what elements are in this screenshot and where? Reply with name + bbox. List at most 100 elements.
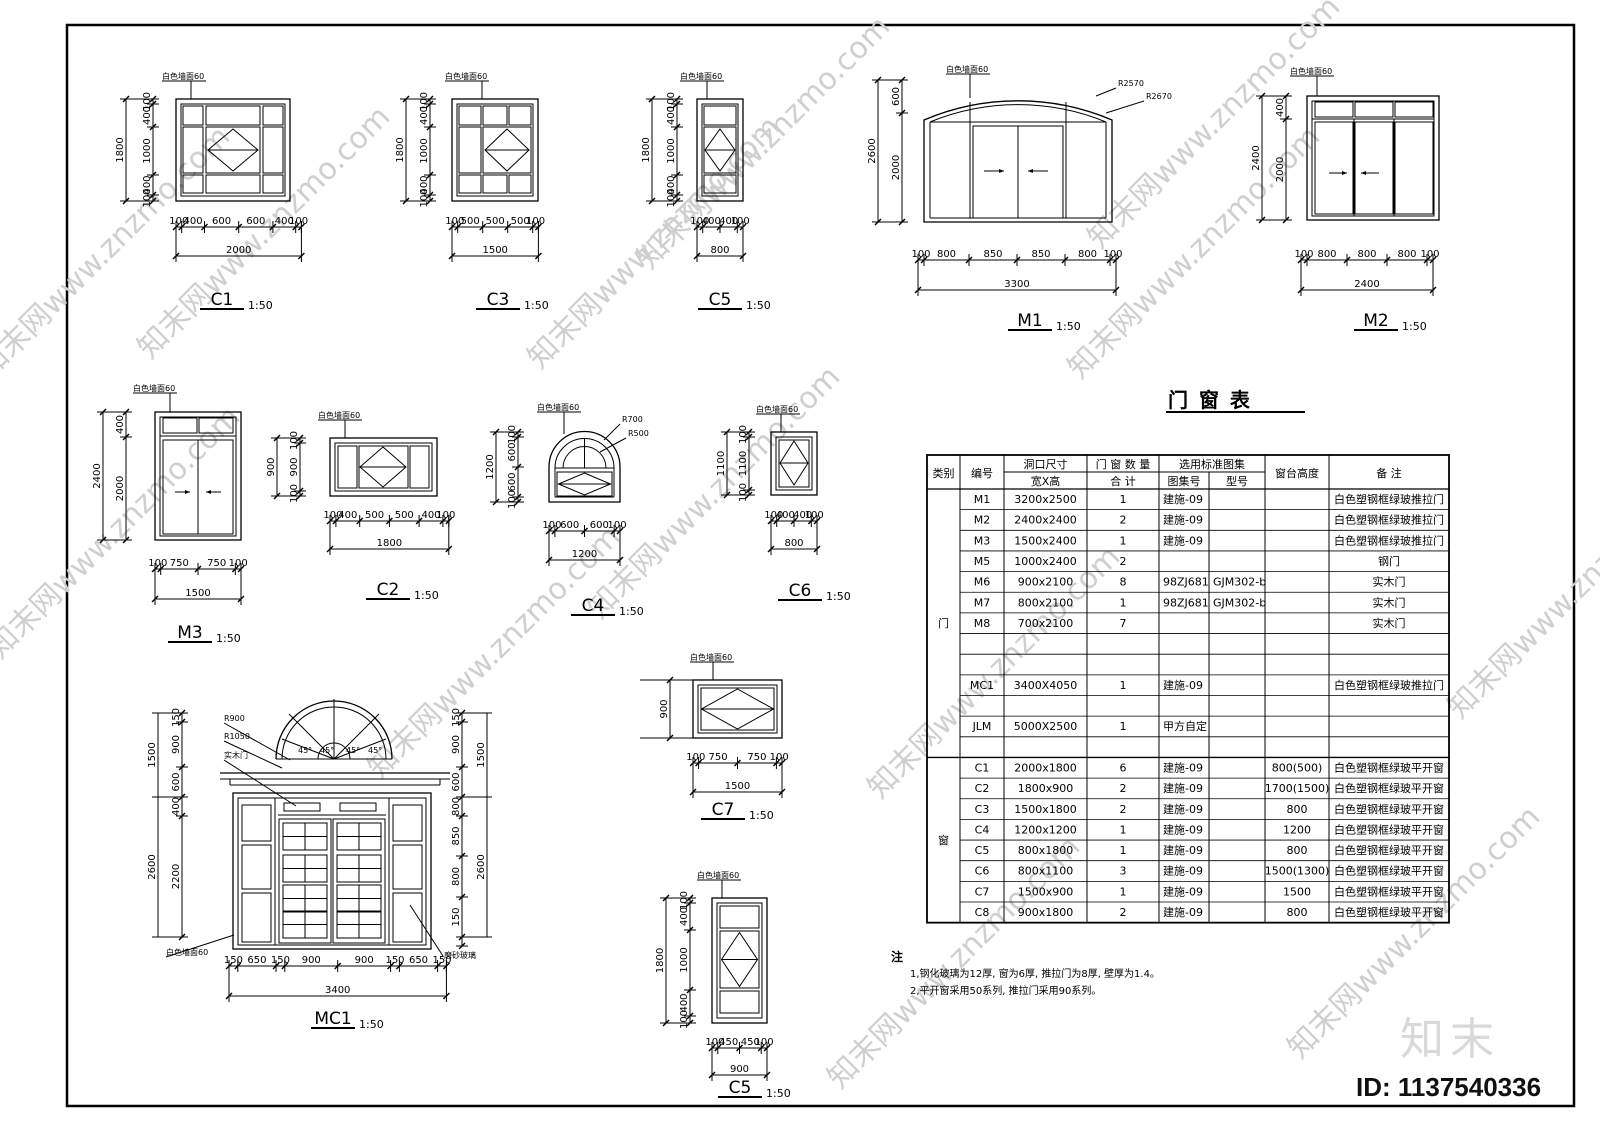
frame-rect	[703, 105, 737, 126]
dim-text: 2000	[1275, 157, 1286, 182]
frame-rect	[232, 792, 432, 950]
dim-text: 600	[507, 472, 518, 491]
dim-text: 150	[271, 955, 290, 966]
row-code: M5	[974, 555, 991, 568]
line	[272, 962, 280, 970]
dim-text: 2400	[1354, 279, 1379, 290]
row-sill: 1200	[1283, 823, 1311, 836]
line	[454, 223, 462, 231]
watermark-logo: 知末	[1400, 1014, 1500, 1065]
dim-text: 400	[171, 797, 182, 816]
line	[714, 1044, 722, 1052]
frame-rect	[703, 126, 737, 174]
row-code: C4	[975, 823, 990, 836]
elevation-title: MC1	[314, 1009, 351, 1029]
line	[603, 423, 621, 441]
row-note: 白色塑钢框绿玻平开窗	[1334, 822, 1444, 836]
group-door: 门	[938, 616, 949, 630]
row-note: 白色塑钢框绿玻平开窗	[1334, 781, 1444, 795]
dim-text: 1800	[115, 137, 126, 162]
frame-rect	[162, 417, 198, 434]
frame-rect	[482, 174, 508, 194]
frame-rect	[508, 105, 532, 126]
line	[686, 1012, 694, 1020]
frame-rect	[241, 892, 272, 943]
line	[395, 962, 403, 970]
scale-label: 1:50	[359, 1018, 384, 1031]
dim-text: 650	[409, 955, 428, 966]
line	[225, 992, 233, 1000]
row-atlas: 建施-09	[1163, 533, 1203, 547]
line	[297, 252, 305, 260]
line	[434, 962, 442, 970]
notes-head: 注	[891, 949, 903, 964]
row-size: 700x2100	[1018, 617, 1074, 630]
line	[296, 487, 304, 495]
row-atlas: 98ZJ681	[1163, 596, 1209, 609]
diamond-glazing	[779, 440, 809, 486]
dim-text: 100	[755, 1037, 774, 1048]
dim-text: 100	[686, 752, 705, 763]
row-size: 900x1800	[1018, 906, 1074, 919]
row-qty: 1	[1120, 534, 1127, 547]
header-note: 备 注	[1376, 466, 1402, 480]
dim-text: 2400	[92, 463, 103, 488]
notes-line-2: 2,平开窗采用50系列, 推拉门采用90系列。	[910, 984, 1101, 997]
line	[458, 942, 466, 950]
row-note: 实木门	[1373, 595, 1406, 609]
dim-text: 2600	[867, 138, 878, 163]
row-size: 900x2100	[1018, 576, 1074, 589]
dim-text: 2200	[171, 864, 182, 889]
line	[581, 527, 588, 535]
dim-text: 500	[461, 216, 480, 227]
frame-rect	[358, 445, 409, 489]
dim-text: 150	[171, 708, 182, 727]
line	[1297, 286, 1305, 294]
dim-text: 2000	[115, 476, 126, 501]
row-sill: 800	[1287, 844, 1308, 857]
elevation-title: C5	[709, 290, 732, 310]
dim-text: 100	[770, 752, 789, 763]
row-qty: 1	[1120, 823, 1127, 836]
frame-rect	[1354, 121, 1394, 215]
scale-label: 1:50	[414, 589, 439, 602]
row-code: C5	[975, 844, 990, 857]
row-note: 白色塑钢框绿玻平开窗	[1334, 802, 1444, 816]
frame-rect	[198, 417, 234, 434]
dim-text: 100	[419, 188, 430, 207]
dim-text: 2000	[226, 245, 251, 256]
line	[223, 759, 297, 807]
dim-text: 750	[170, 558, 189, 569]
dim-text: 400	[338, 510, 357, 521]
elevation-title: M1	[1017, 311, 1042, 331]
arch-frame	[923, 100, 1113, 223]
frame-rect	[339, 802, 377, 812]
wall-callout: 白色墙面60	[133, 383, 175, 393]
frame-rect	[262, 126, 284, 174]
dim-text: 150	[224, 955, 243, 966]
row-note: 白色塑钢框绿玻平开窗	[1334, 864, 1444, 878]
row-qty: 1	[1120, 885, 1127, 898]
dim-text: 100	[507, 490, 518, 509]
frame-rect	[719, 930, 760, 989]
row-qty: 2	[1120, 803, 1127, 816]
line	[402, 95, 410, 103]
line	[458, 893, 466, 901]
dim-text: 1500	[185, 588, 210, 599]
angle-label: 45°	[298, 746, 312, 755]
row-note: 白色塑钢框绿玻推拉门	[1334, 678, 1444, 692]
frame-rect	[392, 844, 423, 890]
header-atlas: 图集号	[1168, 474, 1201, 488]
frame-rect	[508, 174, 532, 194]
line	[790, 517, 798, 525]
line	[1429, 286, 1437, 294]
row-size: 1800x900	[1018, 782, 1074, 795]
dim-text: 450	[719, 1037, 738, 1048]
scale-label: 1:50	[619, 605, 644, 618]
dim-text: 100	[731, 216, 750, 227]
dim-text: 900	[659, 699, 670, 718]
dim-text: 1100	[716, 451, 727, 476]
line	[445, 545, 453, 553]
arrow	[1342, 171, 1347, 175]
